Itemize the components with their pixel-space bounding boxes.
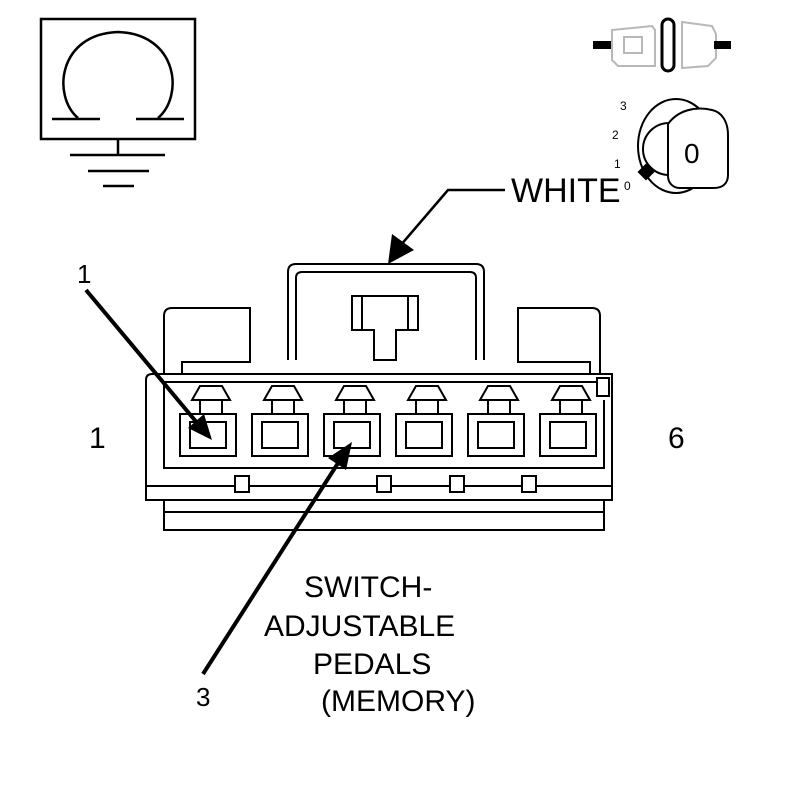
ignition-switch-icon: 3 2 1 0 0 [612,98,729,194]
disconnected-connector-icon [593,17,731,73]
pin-range-start-label: 1 [89,422,106,455]
svg-text:0: 0 [684,138,700,169]
svg-text:1: 1 [614,157,621,171]
pin-3-callout-line [201,442,352,676]
terminal-cavity-2 [251,385,309,457]
pin-3-callout-label: 3 [196,682,210,712]
connector-body [145,263,613,531]
ground-icon [70,153,165,188]
ohmmeter-icon [39,17,197,155]
terminal-cavity-3 [323,385,381,457]
connector-name-line-1: SWITCH- [304,571,432,604]
svg-text:0: 0 [624,179,631,193]
connector-name: SWITCH- ADJUSTABLE PEDALS (MEMORY) [264,571,475,718]
pin-1-callout-label: 1 [77,259,91,289]
connector-color-label: WHITE [511,172,621,210]
svg-text:3: 3 [620,99,627,113]
terminal-cavity-6 [539,385,597,457]
connector-name-line-2: ADJUSTABLE [264,610,455,643]
color-leader-arrow [388,188,505,264]
terminal-cavity-5 [467,385,525,457]
terminal-cavity-4 [395,385,453,457]
svg-text:2: 2 [612,128,619,142]
terminal-cavity-1 [179,385,237,457]
pin-range-end-label: 6 [668,422,685,455]
connector-name-line-3: PEDALS [313,648,431,681]
pin-1-callout-line [84,288,212,440]
connector-name-line-4: (MEMORY) [321,685,475,718]
